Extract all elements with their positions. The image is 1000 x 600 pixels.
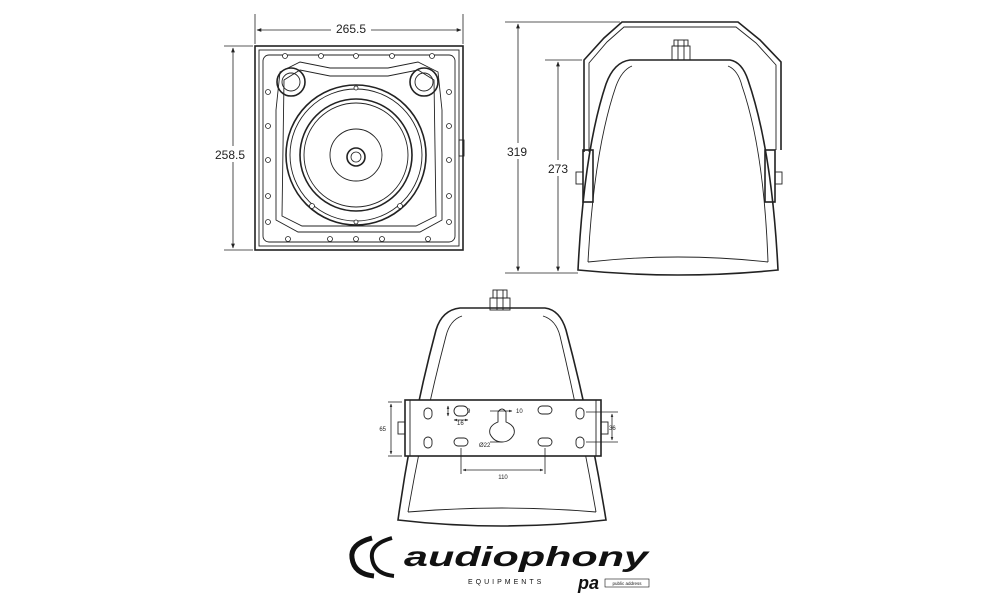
- brand-name: audiophony: [404, 541, 650, 572]
- tweeter-port-right: [409, 67, 439, 97]
- rear-view: [388, 289, 618, 527]
- woofer: [285, 84, 427, 226]
- audiophony-logo: audiophony EQUIPMENTS pa public address: [349, 535, 650, 593]
- side-total-height-label: 319: [507, 145, 527, 159]
- hole-spacing-horizontal-label: 110: [498, 475, 508, 481]
- keyhole-diameter-label: Ø22: [479, 443, 491, 449]
- brand-mark-icon: [349, 535, 395, 579]
- front-height-label: 258.5: [215, 148, 245, 162]
- brand-line: EQUIPMENTS: [468, 579, 544, 586]
- tweeter-port-left: [276, 67, 306, 97]
- bracket-height-label: 65: [379, 427, 386, 433]
- side-body-height-label: 273: [548, 162, 568, 176]
- brand-tag: pa: [577, 573, 599, 593]
- side-view: [505, 21, 783, 276]
- front-screws: [265, 53, 452, 242]
- front-view: [224, 14, 465, 251]
- brand-tagline: public address: [612, 581, 642, 586]
- hole-spacing-vertical-label: 36: [609, 426, 616, 432]
- front-width-label: 265.5: [336, 22, 366, 36]
- slot-width-label: 9: [467, 409, 471, 415]
- keyhole-offset-label: 10: [516, 409, 523, 415]
- slot-height-label: 16: [457, 421, 464, 427]
